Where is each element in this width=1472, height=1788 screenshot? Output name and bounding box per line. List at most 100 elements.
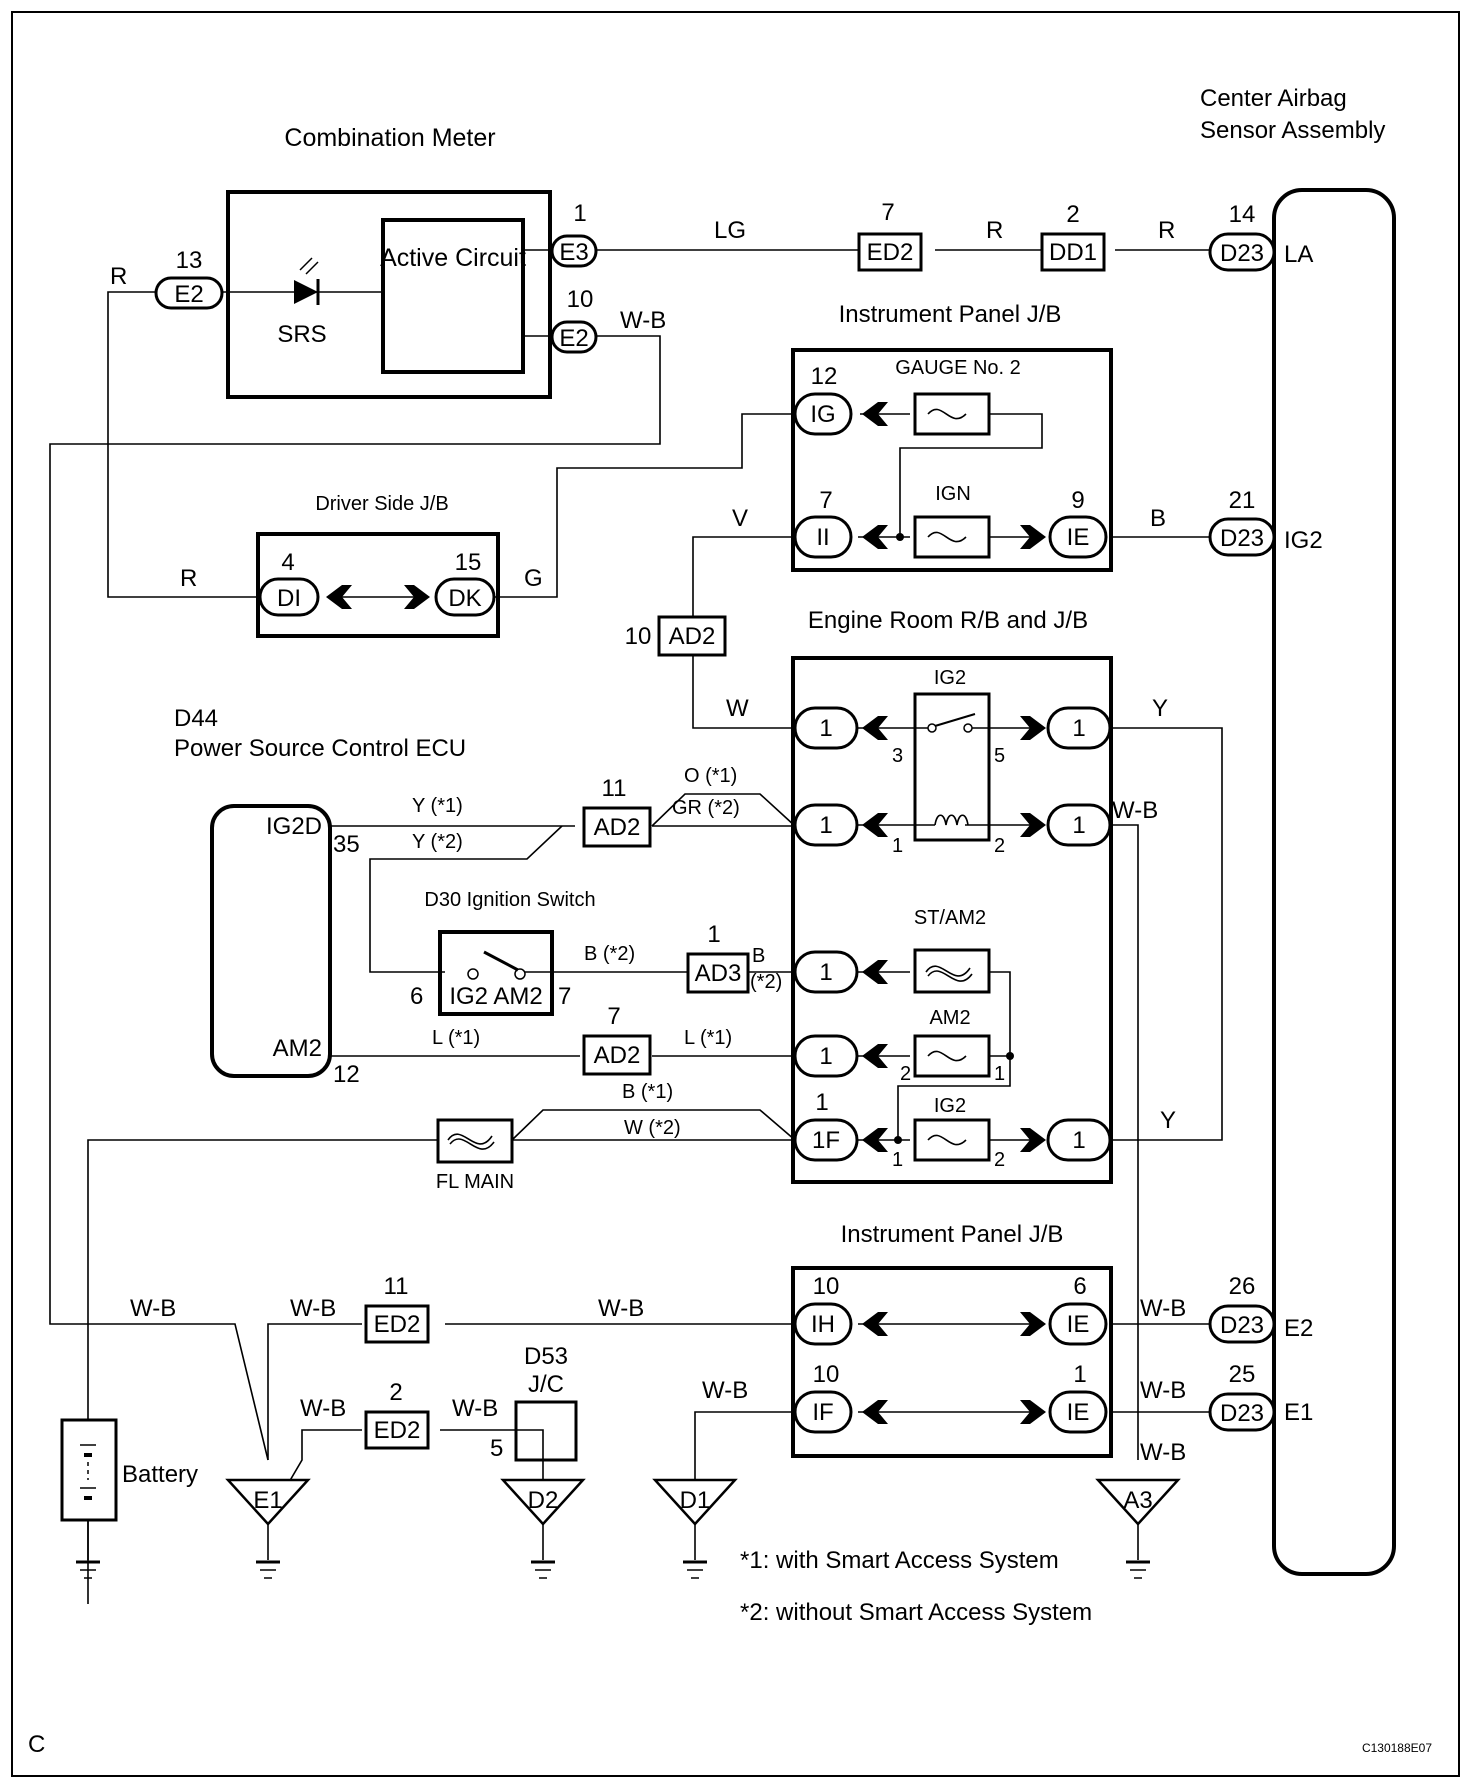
connector-label: 1 bbox=[819, 959, 832, 986]
connector-label: ED2 bbox=[867, 239, 914, 266]
connector-pin: 11 bbox=[384, 1273, 409, 1300]
ecu-id: D44 bbox=[174, 705, 218, 732]
ig2-fuse-icon bbox=[913, 1118, 991, 1162]
ecu-pin-ig2d: IG2D bbox=[266, 813, 322, 840]
connector-label: 1 bbox=[1072, 1127, 1085, 1154]
connector-label: D23 bbox=[1220, 1312, 1264, 1339]
wire-label: Y (*1) bbox=[412, 795, 463, 817]
connector-label: ED2 bbox=[374, 1417, 421, 1444]
junction-connector-d53: D53 J/C 5 bbox=[490, 1343, 578, 1462]
connector-pin: 10 bbox=[625, 623, 652, 650]
connector-label: IE bbox=[1067, 524, 1090, 551]
engine-room-title: Engine Room R/B and J/B bbox=[808, 607, 1088, 634]
ecu-title: Power Source Control ECU bbox=[174, 735, 466, 762]
connector-er-right-5 bbox=[1046, 1118, 1112, 1162]
st-am2-fusible-link-icon bbox=[913, 948, 991, 994]
wire-label: Y bbox=[1152, 695, 1168, 722]
wire-label: W-B bbox=[130, 1295, 176, 1322]
connector-label: 1 bbox=[819, 715, 832, 742]
connector-1f-1 bbox=[793, 1118, 859, 1162]
connector-pin: 10 bbox=[813, 1273, 840, 1300]
ign-fuse-label: IGN bbox=[935, 483, 971, 505]
wire-label: L (*1) bbox=[684, 1027, 732, 1049]
wire-label: W (*2) bbox=[624, 1117, 681, 1139]
wire-label: G bbox=[524, 565, 543, 592]
connector-label: IE bbox=[1067, 1311, 1090, 1338]
connector-label: 1 bbox=[819, 812, 832, 839]
active-circuit-label: Active Circuit bbox=[380, 244, 526, 272]
connector-pin: 14 bbox=[1229, 201, 1256, 228]
relay-coil-icon bbox=[934, 814, 969, 826]
wire-label: R bbox=[180, 565, 197, 592]
wire-label: B bbox=[1150, 505, 1166, 532]
gauge-fuse-icon bbox=[913, 392, 991, 436]
connector-label: IE bbox=[1067, 1399, 1090, 1426]
ip-jb-bottom-title: Instrument Panel J/B bbox=[841, 1221, 1064, 1248]
connector-er-right-2 bbox=[1046, 803, 1112, 847]
footnotes: *1: with Smart Access System *2: without… bbox=[740, 1547, 1092, 1626]
connector-er-left-1 bbox=[793, 706, 859, 750]
ig2-pin-2: 2 bbox=[994, 1149, 1005, 1171]
terminal-la: LA bbox=[1284, 241, 1313, 268]
connector-pin: 6 bbox=[1073, 1273, 1086, 1300]
wire-label: O (*1) bbox=[684, 765, 737, 787]
gauge-fuse-label: GAUGE No. 2 bbox=[895, 357, 1021, 379]
footnote-2: *2: without Smart Access System bbox=[740, 1599, 1092, 1626]
connector-er-right-1 bbox=[1046, 706, 1112, 750]
connector-pin: 13 bbox=[176, 247, 203, 274]
ig2-relay-icon bbox=[913, 692, 991, 842]
connector-label: E2 bbox=[174, 281, 203, 308]
wire-label: V bbox=[732, 505, 748, 532]
combination-meter-title: Combination Meter bbox=[284, 124, 495, 152]
junction-dot bbox=[1006, 1052, 1014, 1060]
combination-meter: Combination Meter Active Circuit SRS bbox=[226, 124, 552, 399]
connector-pin: 1 bbox=[1073, 1361, 1086, 1388]
connector-pin: 10 bbox=[567, 286, 594, 313]
connector-pin: 1 bbox=[573, 200, 586, 227]
am2-pin-2: 2 bbox=[900, 1063, 911, 1085]
driver-jb-title: Driver Side J/B bbox=[315, 493, 448, 515]
connector-label: 1 bbox=[1072, 812, 1085, 839]
ground-d1: D1 bbox=[652, 1478, 738, 1579]
relay-pin-3: 3 bbox=[892, 745, 903, 767]
connector-pin: 7 bbox=[881, 199, 894, 226]
connector-dd1-2 bbox=[1040, 232, 1106, 272]
ip-jb-top-title: Instrument Panel J/B bbox=[839, 301, 1062, 328]
connector-label: D23 bbox=[1220, 1400, 1264, 1427]
instrument-panel-jb-bottom: Instrument Panel J/B bbox=[791, 1221, 1113, 1458]
connector-pin: 1 bbox=[707, 921, 720, 948]
wire-label: W-B bbox=[300, 1395, 346, 1422]
wire-label: GR (*2) bbox=[672, 797, 740, 819]
ignition-switch-pin-6: 6 bbox=[410, 983, 423, 1010]
wire-label: W-B bbox=[1140, 1377, 1186, 1404]
connector-label: DK bbox=[448, 585, 481, 612]
connector-ie-6 bbox=[1048, 1302, 1108, 1346]
wire-label: W-B bbox=[702, 1377, 748, 1404]
corner-label: C bbox=[28, 1731, 45, 1758]
connector-label: 1 bbox=[819, 1043, 832, 1070]
airbag-title-2: Sensor Assembly bbox=[1200, 117, 1385, 144]
wire-label: L (*1) bbox=[432, 1027, 480, 1049]
ground-battery bbox=[76, 1520, 100, 1579]
terminal-e1: E1 bbox=[1284, 1399, 1313, 1426]
footnote-1: *1: with Smart Access System bbox=[740, 1547, 1059, 1574]
connector-label: D23 bbox=[1220, 525, 1264, 552]
connector-pin: 15 bbox=[455, 549, 482, 576]
junction-dot bbox=[894, 1136, 902, 1144]
connector-d23-14 bbox=[1208, 232, 1276, 272]
connector-pin: 7 bbox=[819, 487, 832, 514]
am2-fuse-label: AM2 bbox=[929, 1007, 970, 1029]
wire-label: (*2) bbox=[750, 971, 782, 993]
connector-ad2-7 bbox=[582, 1034, 652, 1076]
connector-pin: 21 bbox=[1229, 487, 1256, 514]
wire-label: R bbox=[1158, 217, 1175, 244]
connector-ad2-11 bbox=[582, 806, 652, 848]
connector-d23-26 bbox=[1208, 1304, 1276, 1344]
figure-id: C130188E07 bbox=[1362, 1741, 1432, 1755]
connector-label: IG bbox=[810, 401, 835, 428]
ig2-fuse-label: IG2 bbox=[934, 1095, 966, 1117]
wire-label: W-B bbox=[452, 1395, 498, 1422]
relay-pin-5: 5 bbox=[994, 745, 1005, 767]
ecu-pin-am2: AM2 bbox=[273, 1035, 322, 1062]
ground-label: E1 bbox=[253, 1487, 282, 1514]
